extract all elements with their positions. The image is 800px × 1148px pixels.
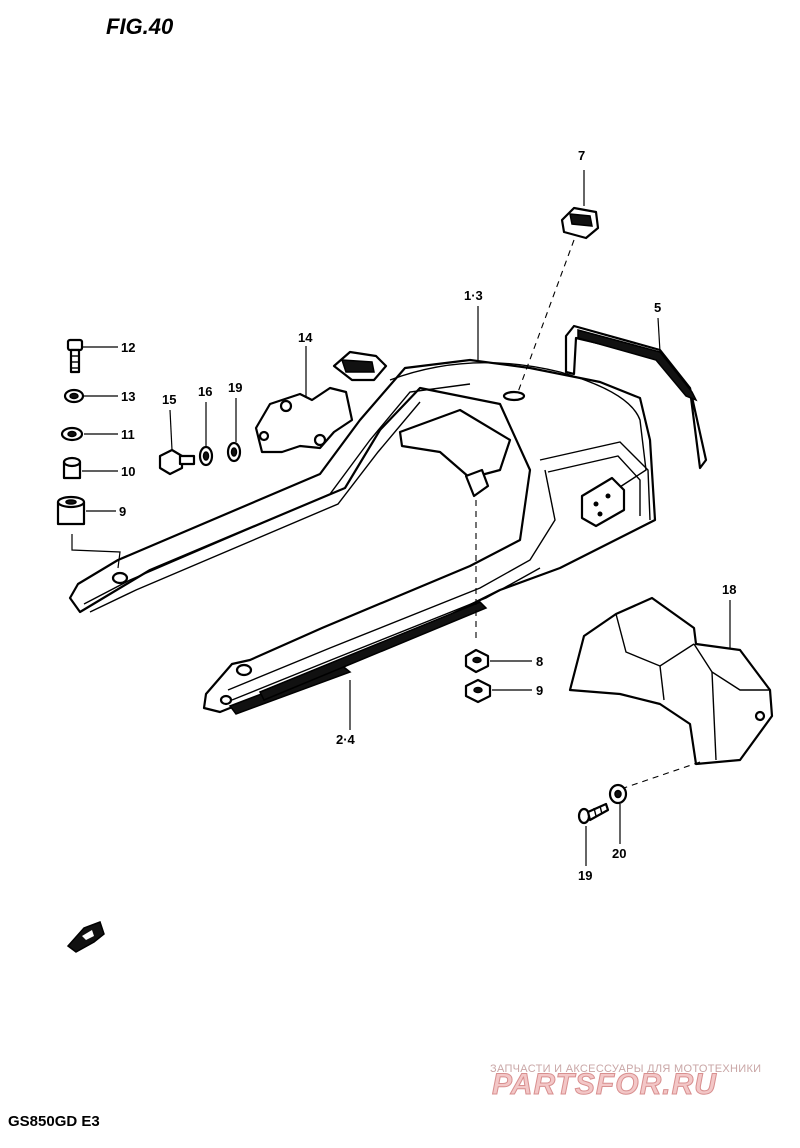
collar-10 xyxy=(62,456,82,480)
figure-title: FIG.40 xyxy=(106,14,174,39)
model-code: GS850GD E3 xyxy=(8,1113,100,1130)
leader-lines xyxy=(82,170,731,866)
callout-19-lower: 19 xyxy=(578,868,592,883)
callout-labels: 7 1·3 5 12 13 11 10 9 14 15 16 19 8 9 2·… xyxy=(119,148,736,883)
grab-rail xyxy=(564,324,708,470)
bolt-12 xyxy=(66,338,84,374)
callout-19-upper: 19 xyxy=(228,380,242,395)
rear-cover-18 xyxy=(568,596,774,766)
washer-20 xyxy=(608,783,628,805)
washer-16 xyxy=(198,445,214,467)
callout-1-3: 1·3 xyxy=(464,288,483,303)
callout-2-4: 2·4 xyxy=(336,732,356,747)
screw-19b xyxy=(577,802,610,825)
seat-rail-frame xyxy=(68,358,657,715)
front-arrow-icon xyxy=(66,921,105,953)
callout-20: 20 xyxy=(612,846,626,861)
washer-13 xyxy=(63,388,85,404)
bolt-15 xyxy=(158,448,196,476)
callout-9: 9 xyxy=(119,504,126,519)
seat-lock-14 xyxy=(254,350,388,454)
callout-14: 14 xyxy=(298,330,313,345)
callout-16: 16 xyxy=(198,384,212,399)
rubber-cushion-6 xyxy=(560,206,600,240)
watermark-brand: PARTSFOR.RU xyxy=(492,1068,717,1101)
cushion-8 xyxy=(464,678,492,704)
cushion-9 xyxy=(56,495,86,526)
callout-10: 10 xyxy=(121,464,135,479)
nut-7 xyxy=(464,648,490,674)
callout-13: 13 xyxy=(121,389,135,404)
callout-12: 12 xyxy=(121,340,135,355)
washer-19a xyxy=(226,441,242,463)
washer-11 xyxy=(60,426,84,442)
callout-18: 18 xyxy=(722,582,736,597)
callout-5: 5 xyxy=(654,300,661,315)
watermark-tagline: ЗАПЧАСТИ И АКСЕССУАРЫ ДЛЯ МОТОТЕХНИКИ xyxy=(490,1063,761,1075)
callout-15: 15 xyxy=(162,392,176,407)
callout-7: 8 xyxy=(536,654,543,669)
callout-6: 7 xyxy=(578,148,585,163)
callout-11: 11 xyxy=(121,427,135,442)
callout-8: 9 xyxy=(536,683,543,698)
